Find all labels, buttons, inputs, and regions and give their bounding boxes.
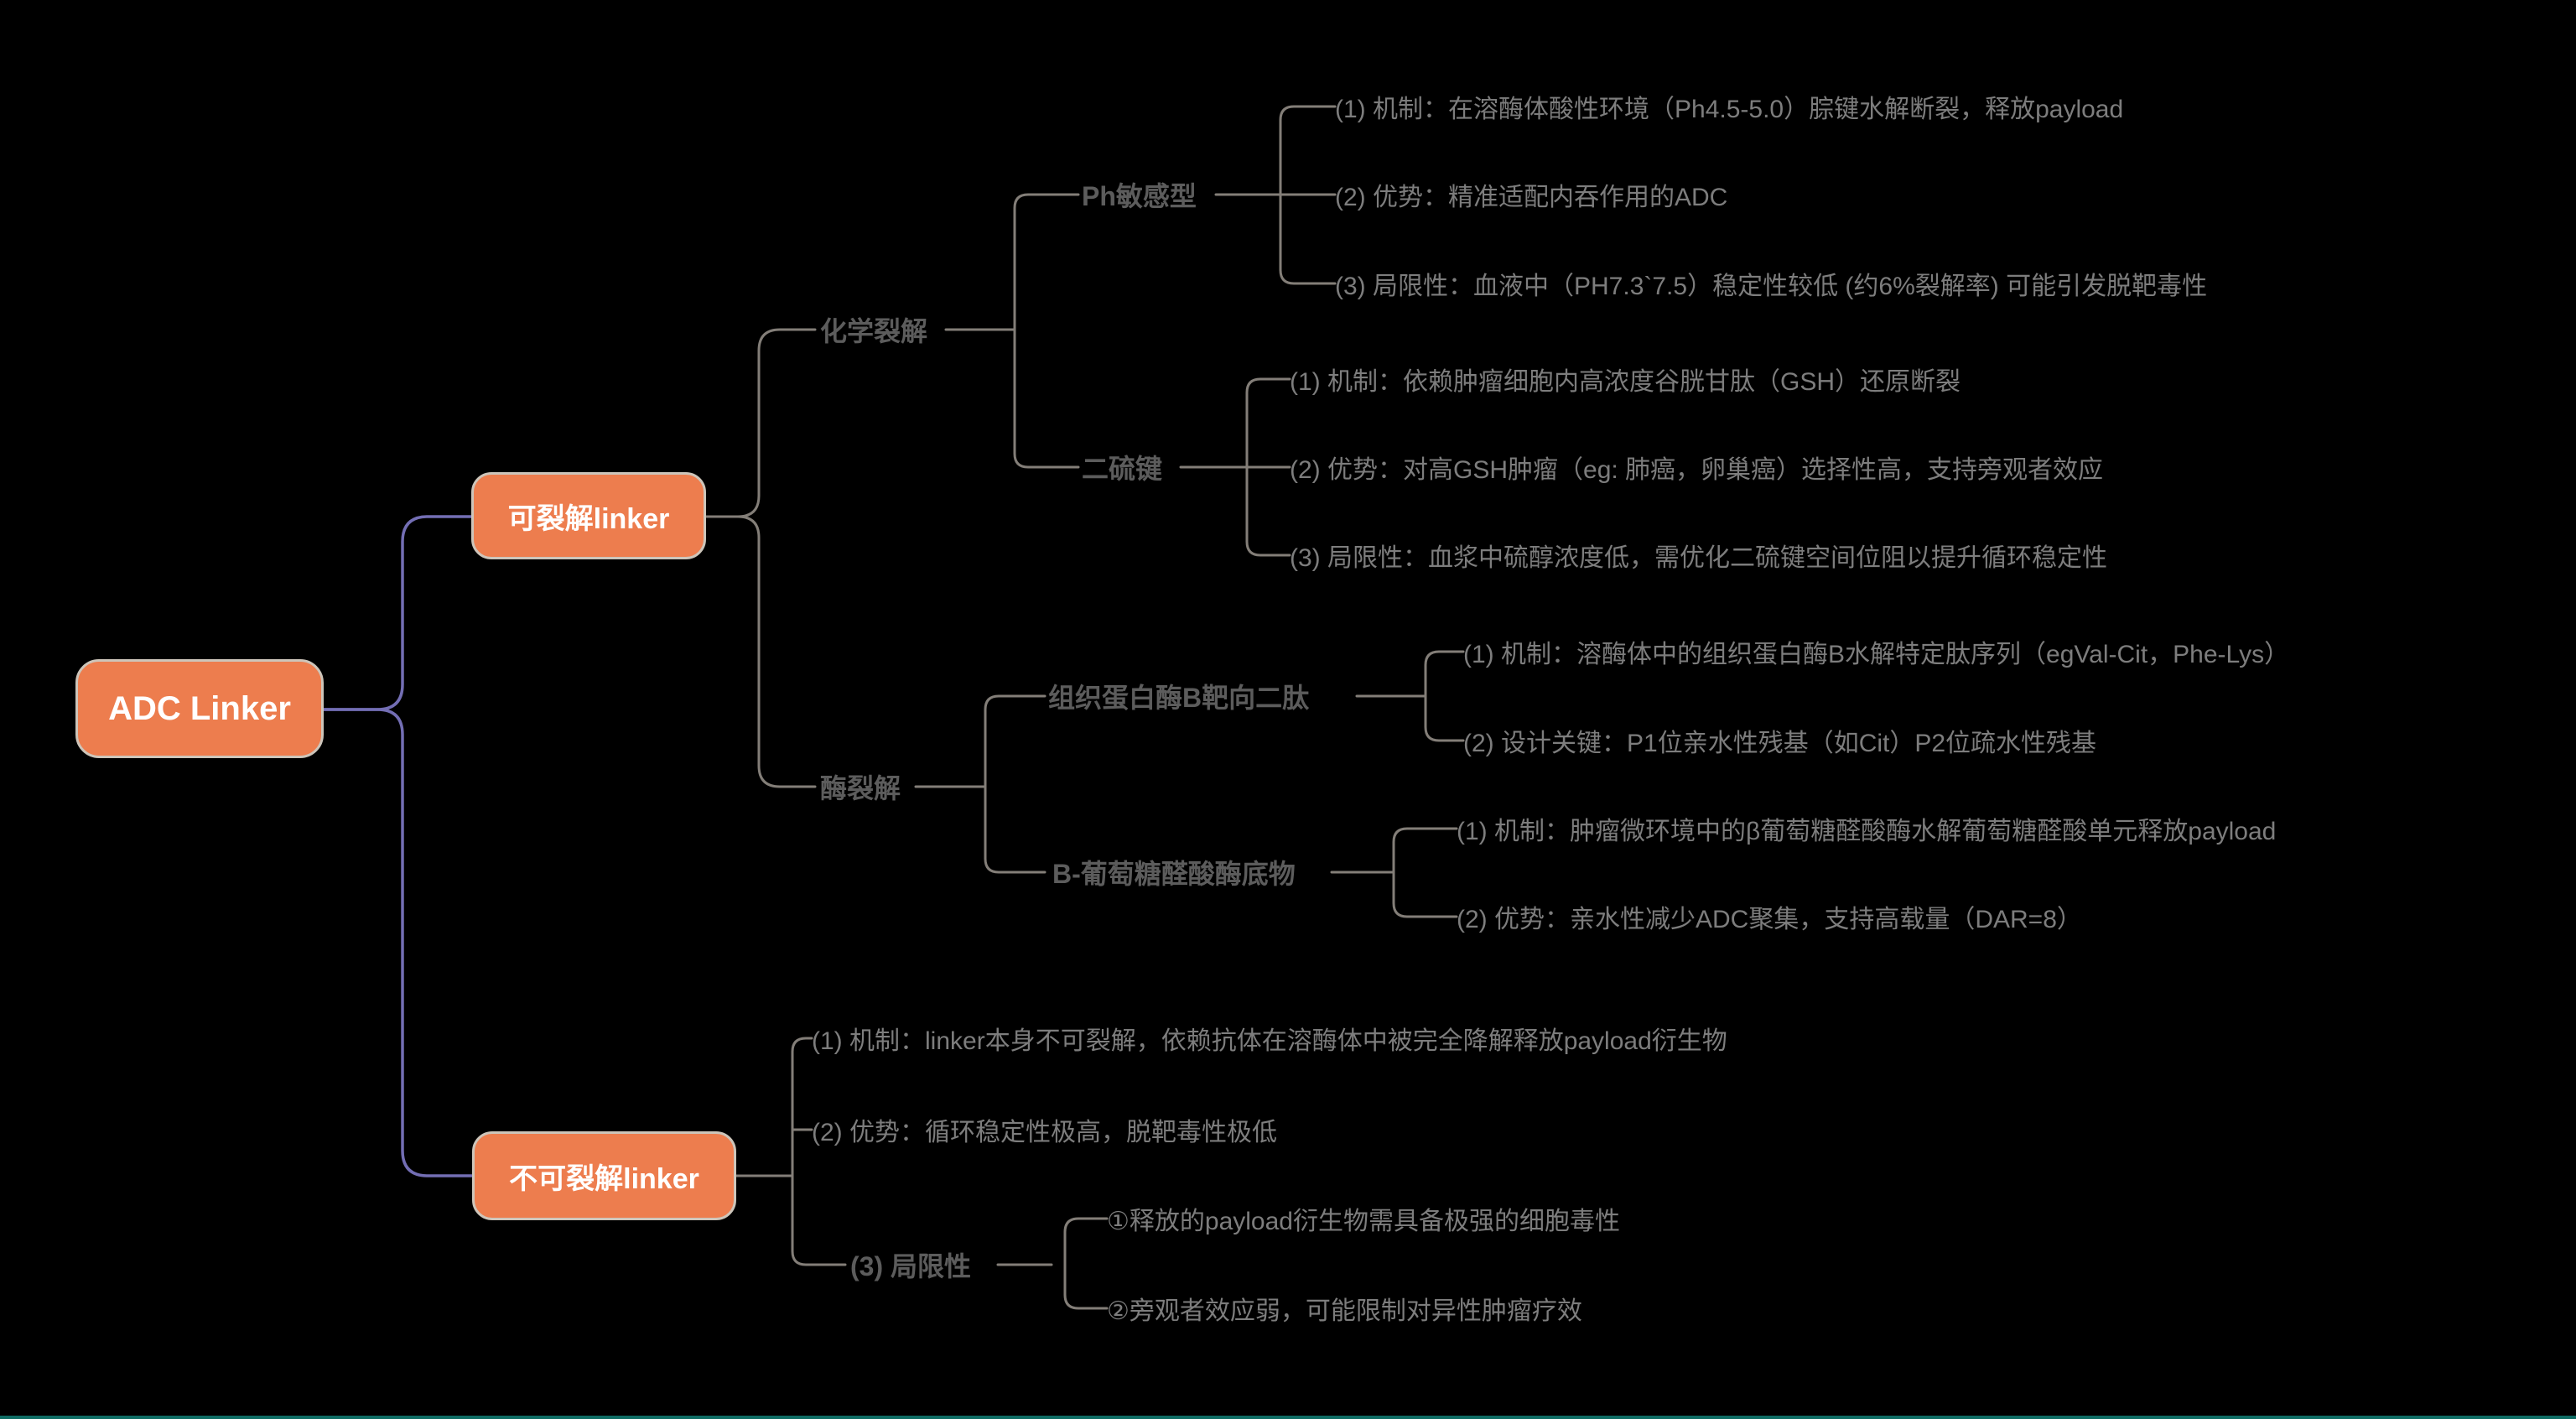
leaf-limitation-bystander[interactable]: ②旁观者效应弱，可能限制对异性肿瘤疗效	[1107, 1297, 1582, 1325]
connector-enzymatic-bracket	[984, 694, 1046, 874]
topic-disulfide-bond[interactable]: 二硫键	[1082, 454, 1163, 484]
branch-node-cleavable-label: 可裂解linker	[507, 502, 670, 535]
topic-ph-sensitive[interactable]: Ph敏感型	[1082, 181, 1197, 211]
connector-noncleavable-bracket	[791, 1037, 847, 1266]
connector-cathepsin-bracket	[1424, 650, 1465, 742]
leaf-disulfide-mechanism[interactable]: (1) 机制：依赖肿瘤细胞内高浓度谷胱甘肽（GSH）还原断裂	[1290, 368, 1961, 396]
leaf-noncleavable-mechanism[interactable]: (1) 机制：linker本身不可裂解，依赖抗体在溶酶体中被完全降解释放payl…	[812, 1027, 1727, 1055]
root-node-adc-linker[interactable]: ADC Linker	[75, 659, 324, 758]
bottom-edge-bar	[0, 1416, 2576, 1419]
topic-enzymatic-cleavage[interactable]: 酶裂解	[820, 773, 901, 803]
connector-glucuronidase-bracket	[1392, 827, 1458, 918]
connector-limitation-bracket	[1063, 1217, 1109, 1310]
leaf-glucuronidase-mechanism[interactable]: (1) 机制：肿瘤微环境中的β葡萄糖醛酸酶水解葡萄糖醛酸单元释放payload	[1457, 818, 2277, 845]
leaf-cathepsin-design-key[interactable]: (2) 设计关键：P1位亲水性残基（如Cit）P2位疏水性残基	[1463, 730, 2097, 757]
branch-node-noncleavable-label: 不可裂解linker	[509, 1162, 699, 1195]
connector-cleavable-chemical	[704, 328, 817, 518]
leaf-glucuronidase-advantage[interactable]: (2) 优势：亲水性减少ADC聚集，支持高载量（DAR=8）	[1457, 906, 2082, 933]
connector-chemical-bracket	[1013, 193, 1080, 469]
connector-disulfide-bracket	[1245, 377, 1291, 557]
branch-node-cleavable-linker[interactable]: 可裂解linker	[471, 472, 706, 559]
leaf-ph-limitation[interactable]: (3) 局限性：血液中（PH7.3`7.5）稳定性较低 (约6%裂解率) 可能引…	[1335, 273, 2208, 300]
topic-chemical-cleavage[interactable]: 化学裂解	[820, 316, 928, 346]
leaf-disulfide-advantage[interactable]: (2) 优势：对高GSH肿瘤（eg: 肺癌，卵巢癌）选择性高，支持旁观者效应	[1290, 456, 2104, 484]
connector-root-noncleavable	[322, 708, 474, 1177]
connector-ph-bracket	[1279, 105, 1337, 285]
connector-root-cleavable	[322, 515, 473, 711]
root-node-label: ADC Linker	[108, 689, 291, 727]
leaf-ph-advantage[interactable]: (2) 优势：精准适配内吞作用的ADC	[1335, 184, 1728, 211]
leaf-cathepsin-mechanism[interactable]: (1) 机制：溶酶体中的组织蛋白酶B水解特定肽序列（egVal-Cit，Phe-…	[1463, 641, 2290, 668]
connector-cleavable-enzymatic	[704, 515, 817, 788]
topic-cathepsin-b-dipeptide[interactable]: 组织蛋白酶B靶向二肽	[1048, 683, 1310, 713]
topic-glucuronidase-substrate[interactable]: B-葡萄糖醛酸酶底物	[1052, 859, 1296, 889]
branch-node-noncleavable-linker[interactable]: 不可裂解linker	[472, 1131, 736, 1220]
leaf-ph-mechanism[interactable]: (1) 机制：在溶酶体酸性环境（Ph4.5-5.0）腙键水解断裂，释放paylo…	[1335, 96, 2124, 123]
leaf-noncleavable-advantage[interactable]: (2) 优势：循环稳定性极高，脱靶毒性极低	[812, 1119, 1277, 1146]
topic-limitation[interactable]: (3) 局限性	[850, 1251, 972, 1281]
leaf-disulfide-limitation[interactable]: (3) 局限性：血浆中硫醇浓度低，需优化二硫键空间位阻以提升循环稳定性	[1290, 544, 2107, 572]
leaf-limitation-cytotoxicity[interactable]: ①释放的payload衍生物需具备极强的细胞毒性	[1107, 1208, 1620, 1235]
